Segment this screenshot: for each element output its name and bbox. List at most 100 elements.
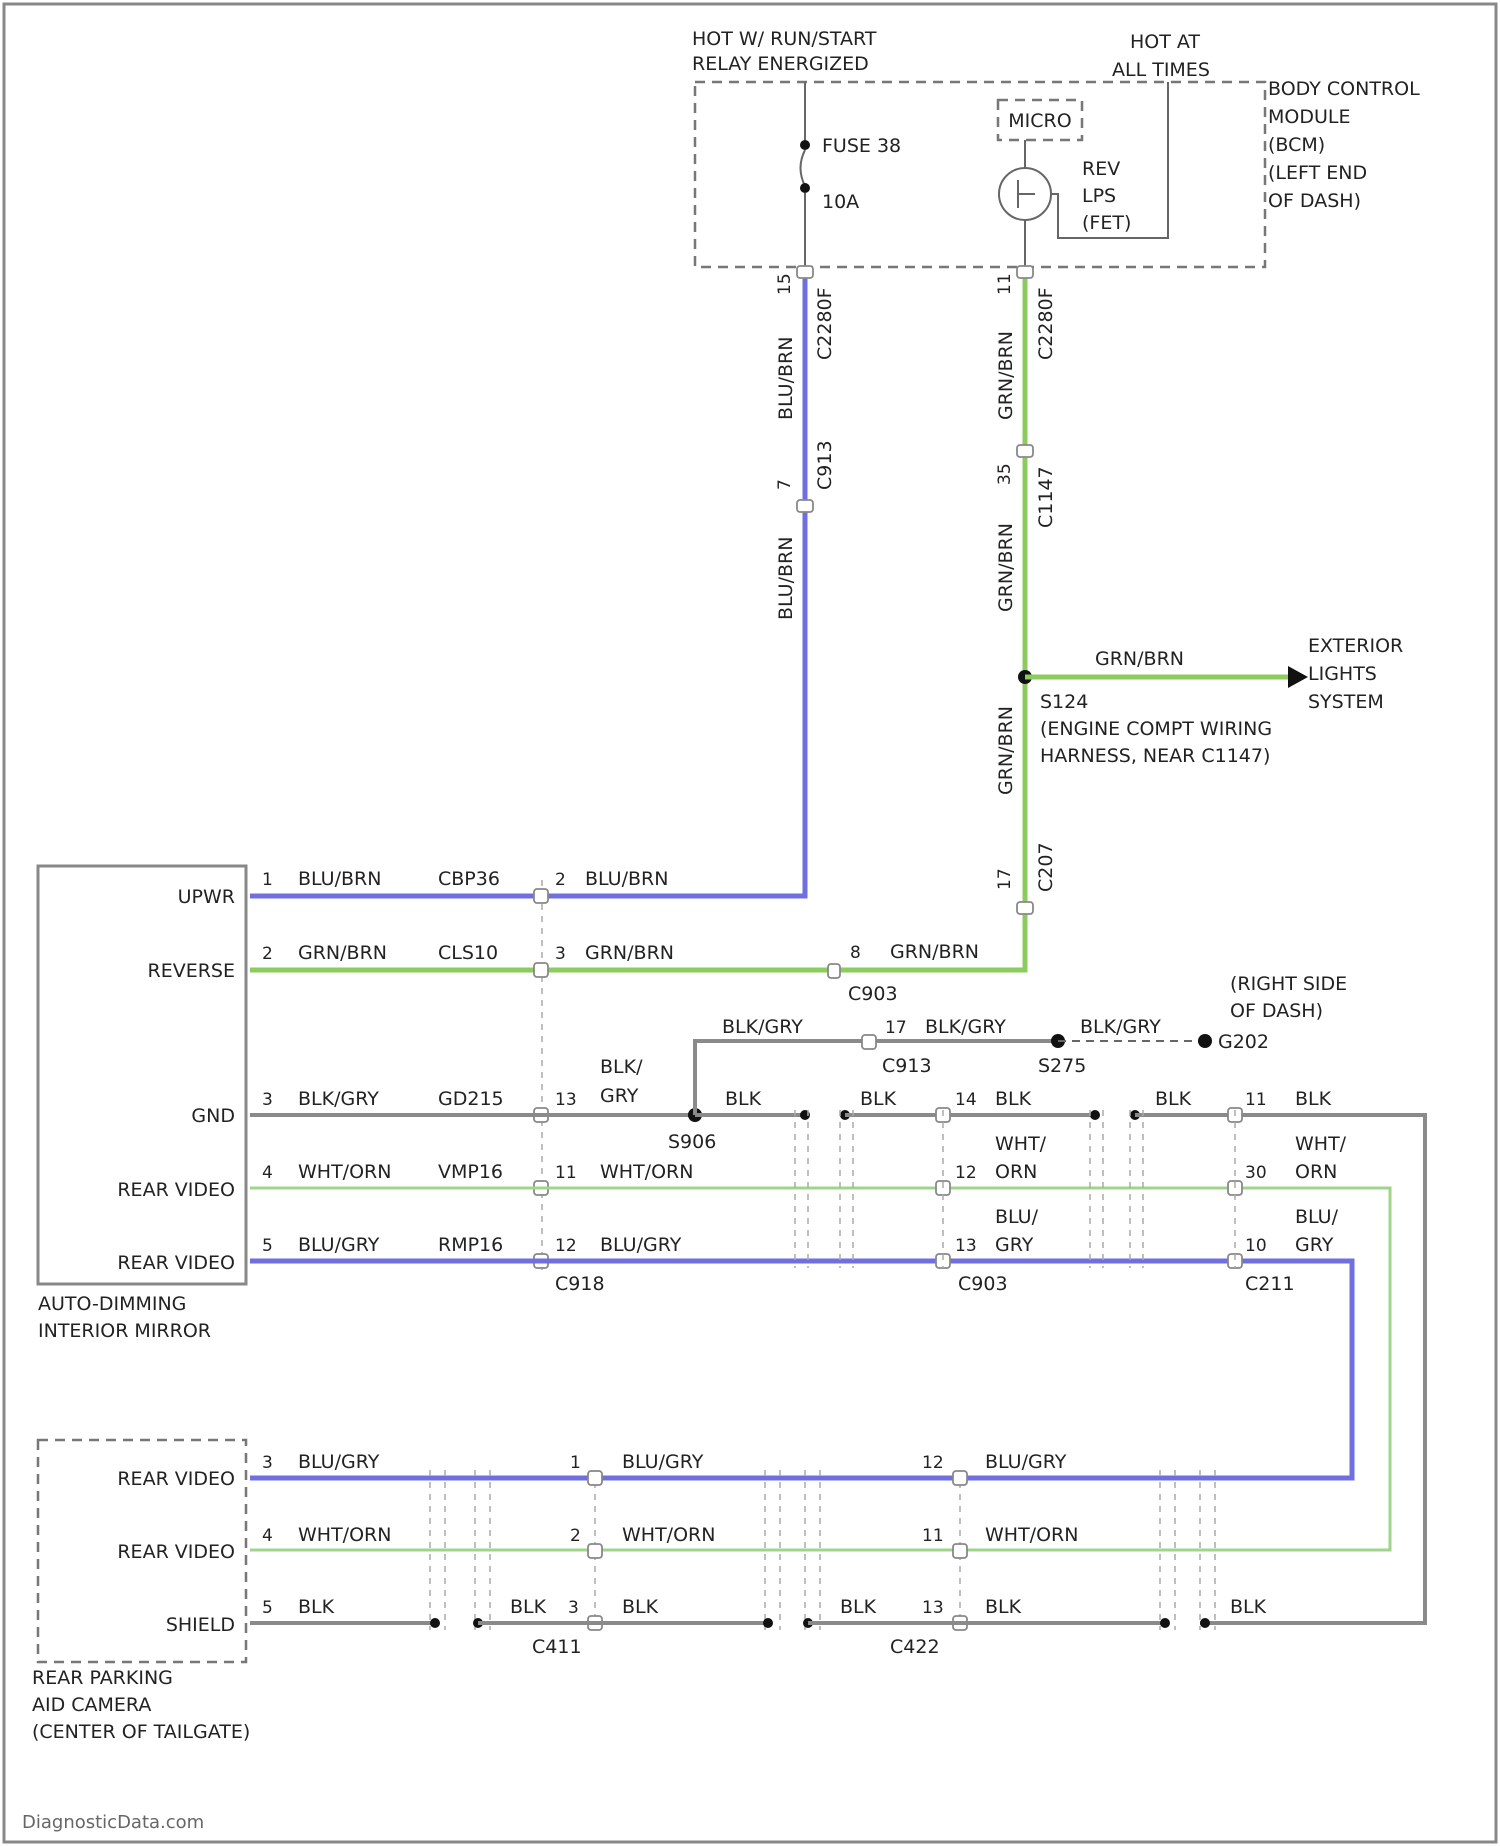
v-orn-1: ORN xyxy=(995,1161,1037,1183)
c411-label: C411 xyxy=(532,1636,582,1658)
rev-lps-label-2: LPS xyxy=(1082,185,1116,207)
hot-all-times-line2: ALL TIMES xyxy=(1112,59,1210,81)
c2280f-label: C2280F xyxy=(814,287,836,360)
c411-wire-blk: BLK xyxy=(622,1596,659,1618)
wire-grn-brn-3: GRN/BRN xyxy=(995,706,1017,795)
g-wire-blk-3: BLK xyxy=(995,1088,1032,1110)
r-pin-13: 13 xyxy=(555,1090,577,1110)
mirror-pin-rear-video-2: REAR VIDEO xyxy=(117,1252,235,1274)
cls10-label: CLS10 xyxy=(438,942,498,964)
mirror-pin-gnd: GND xyxy=(191,1105,235,1127)
c411-pin-2 xyxy=(588,1544,602,1558)
shield-wire-blk-b: BLK xyxy=(840,1596,877,1618)
g202-label: G202 xyxy=(1218,1031,1269,1053)
c903-pin-8 xyxy=(828,964,840,978)
wire-grn-brn-4: GRN/BRN xyxy=(890,941,979,963)
c913-pin-17 xyxy=(862,1035,876,1049)
cam-pin-shield: SHIELD xyxy=(166,1614,235,1636)
s275-label: S275 xyxy=(1038,1055,1086,1077)
s906-label: S906 xyxy=(668,1131,716,1153)
ground-g202 xyxy=(1198,1034,1212,1048)
v-gry-1: GRY xyxy=(995,1234,1034,1256)
cam-pin-5: 5 xyxy=(262,1598,273,1618)
arrow-right-icon xyxy=(1288,666,1308,688)
fuse-rating: 10A xyxy=(822,191,859,213)
g-wire-blk-gry-3: BLK/GRY xyxy=(1080,1016,1161,1038)
ground-circuit: BLK/ GRY S906 BLK/GRY 17 BLK/GRY C913 S2… xyxy=(250,973,1425,1623)
c207-label: C207 xyxy=(1035,842,1057,892)
blk-split-top: BLK/ xyxy=(600,1056,643,1078)
cam-pin-4: 4 xyxy=(262,1526,273,1546)
c422-wire-blk: BLK xyxy=(985,1596,1022,1618)
m-pin-4: 4 xyxy=(262,1163,273,1183)
c422-pin-12 xyxy=(953,1471,967,1485)
wire-grn-brn-1: GRN/BRN xyxy=(995,331,1017,420)
v-pin-12: 12 xyxy=(955,1163,977,1183)
c913-label: C913 xyxy=(814,440,836,490)
m-pin-5: 5 xyxy=(262,1236,273,1256)
cbp36-label: CBP36 xyxy=(438,868,500,890)
hot-run-start-line1: HOT W/ RUN/START xyxy=(692,28,877,50)
rear-video-blu-gry-wire: 13 BLU/ GRY C903 10 BLU/ GRY C211 xyxy=(250,1206,1352,1478)
c422-wire-blu-gry: BLU/GRY xyxy=(985,1451,1067,1473)
g-wire-blk-4: BLK xyxy=(1155,1088,1192,1110)
pin-7: 7 xyxy=(775,479,795,490)
camera-name-1: REAR PARKING xyxy=(32,1667,173,1689)
bcm-label-4: (LEFT END xyxy=(1268,162,1367,184)
pin-15: 15 xyxy=(775,273,795,295)
exterior-lights-2: LIGHTS xyxy=(1308,663,1377,685)
exterior-lights-1: EXTERIOR xyxy=(1308,635,1403,657)
watermark: DiagnosticData.com xyxy=(22,1812,204,1833)
v-wht-2: WHT/ xyxy=(1295,1133,1347,1155)
g-wire-blk-2: BLK xyxy=(860,1088,897,1110)
m-pin-1: 1 xyxy=(262,870,273,890)
fuse-name: FUSE 38 xyxy=(822,135,901,157)
g-wire-blk-5: BLK xyxy=(1295,1088,1332,1110)
upwr-wire-path: 15 C2280F BLU/BRN 7 C913 BLU/BRN xyxy=(250,266,836,896)
c913-pin-7 xyxy=(797,500,813,512)
c207-pin-17 xyxy=(1017,902,1033,914)
cam-pin-rear-video-2: REAR VIDEO xyxy=(117,1541,235,1563)
c411-wire-blu-gry: BLU/GRY xyxy=(622,1451,704,1473)
c211-label: C211 xyxy=(1245,1273,1295,1295)
page-border xyxy=(4,4,1496,1842)
bcm-label-1: BODY CONTROL xyxy=(1268,78,1420,100)
c411-wire-wht-orn: WHT/ORN xyxy=(622,1524,715,1546)
c422-p12: 12 xyxy=(922,1453,944,1473)
m-wire-blu-gry: BLU/GRY xyxy=(298,1234,380,1256)
fuse-terminal-top xyxy=(800,140,810,150)
s124-label: S124 xyxy=(1040,691,1088,713)
c1147-pin-35 xyxy=(1017,445,1033,457)
c903-label: C903 xyxy=(848,983,898,1005)
c1147-label: C1147 xyxy=(1035,466,1057,528)
c411-p3: 3 xyxy=(568,1598,579,1618)
g202-desc-2: OF DASH) xyxy=(1230,1000,1323,1022)
c422-p11: 11 xyxy=(922,1526,944,1546)
pin-35: 35 xyxy=(995,463,1015,485)
m-wire-blu-brn: BLU/BRN xyxy=(298,868,381,890)
c903b-label: C903 xyxy=(958,1273,1008,1295)
bcm-block: HOT W/ RUN/START RELAY ENERGIZED HOT AT … xyxy=(692,28,1420,267)
exterior-lights-3: SYSTEM xyxy=(1308,691,1384,713)
wire-blu-brn-upper: BLU/BRN xyxy=(775,337,797,420)
c411-p1: 1 xyxy=(570,1453,581,1473)
v-wht-1: WHT/ xyxy=(995,1133,1047,1155)
g-wire-blk-gry-1: BLK/GRY xyxy=(722,1016,803,1038)
r-wire-wht-orn: WHT/ORN xyxy=(600,1161,693,1183)
mirror-name-1: AUTO-DIMMING xyxy=(38,1293,186,1315)
m-pin-3: 3 xyxy=(262,1090,273,1110)
m-wire-grn-brn: GRN/BRN xyxy=(298,942,387,964)
pin-8: 8 xyxy=(850,943,861,963)
shield-wire-blk-a: BLK xyxy=(510,1596,547,1618)
c422-pin-11 xyxy=(953,1544,967,1558)
rmp16-label: RMP16 xyxy=(438,1234,503,1256)
mirror-name-2: INTERIOR MIRROR xyxy=(38,1320,211,1342)
fuse-terminal-bottom xyxy=(800,183,810,193)
r-wire-blu-brn: BLU/BRN xyxy=(585,868,668,890)
c411-p2: 2 xyxy=(570,1526,581,1546)
camera-name-2: AID CAMERA xyxy=(32,1694,151,1716)
c422-p13: 13 xyxy=(922,1598,944,1618)
bcm-label-3: (BCM) xyxy=(1268,134,1325,156)
auto-dimming-mirror: UPWR REVERSE GND REAR VIDEO REAR VIDEO A… xyxy=(38,866,504,1342)
